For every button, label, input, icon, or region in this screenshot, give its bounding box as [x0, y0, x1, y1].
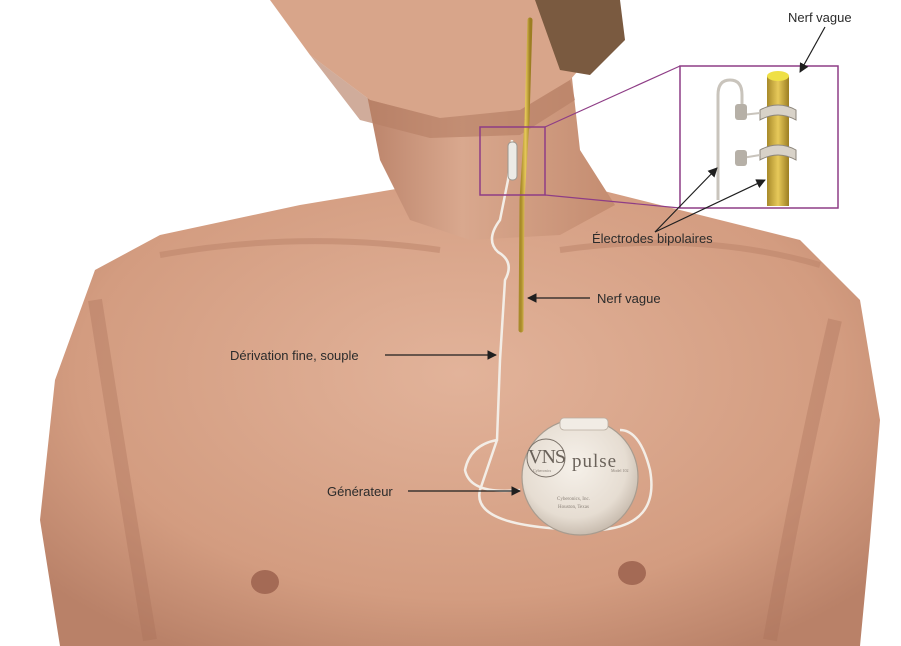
label-electrodes: Électrodes bipolaires [592, 232, 713, 245]
label-nerf-vague-mid: Nerf vague [597, 292, 661, 305]
inset-nerve [767, 76, 789, 206]
device-subtitle: Cyberonics [533, 469, 551, 473]
label-derivation: Dérivation fine, souple [230, 349, 359, 362]
inset-connector-bottom [735, 150, 747, 166]
nipple-right [618, 561, 646, 585]
zoom-inset [680, 66, 838, 208]
device-model-number: Model 102 [611, 469, 628, 473]
generator-header [560, 418, 608, 430]
inset-nerve-end [767, 71, 789, 81]
inset-connector-top [735, 104, 747, 120]
label-nerf-vague-top: Nerf vague [788, 11, 852, 24]
device-company-line1: Cyberonics, Inc. [557, 497, 590, 502]
nipple-left [251, 570, 279, 594]
electrode-small [508, 142, 517, 180]
device-brand: VNS [528, 447, 565, 467]
device-company-line2: Houston, Texas [558, 505, 589, 510]
label-generateur: Générateur [327, 485, 393, 498]
generator-device [522, 419, 638, 535]
